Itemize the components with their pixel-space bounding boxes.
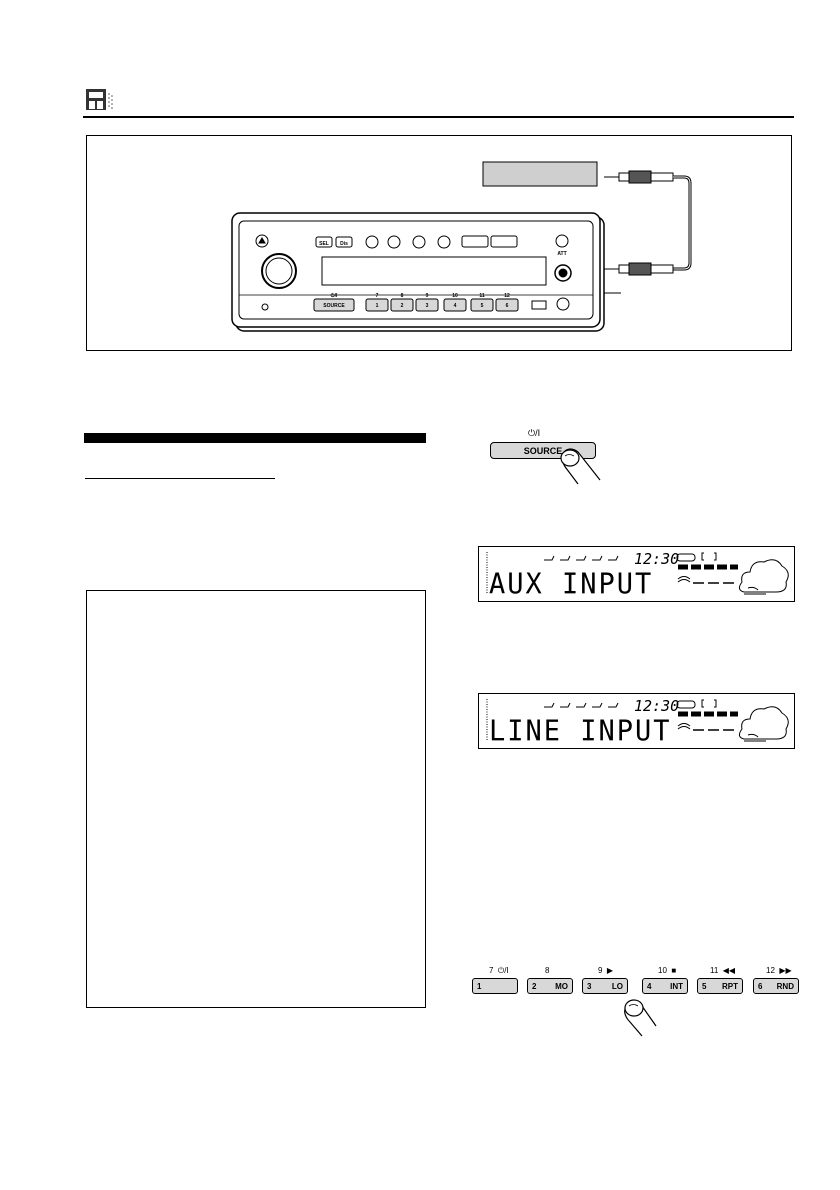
preset-top-label-11: 11 ◀◀: [710, 966, 736, 975]
preset-top-label-10: 10 ■: [658, 966, 677, 975]
display-aux-time: 12:30: [634, 550, 680, 568]
unit-preset-top-10: 10: [452, 293, 458, 299]
finger-pointer-icon: [624, 999, 657, 1037]
att-label: ATT: [557, 251, 566, 257]
cable: [673, 175, 692, 271]
unit-preset-6: 6: [506, 303, 509, 309]
section-icon: [86, 89, 113, 110]
display-line-graphics: [486, 699, 789, 742]
display-aux-graphics: [486, 552, 789, 595]
unit-preset-top-12: 12: [504, 293, 510, 299]
preset-top-label-7: 7 ⏻/I: [489, 966, 509, 975]
connection-diagram: SEL Dis SOURCE ⏻/I ATT 1 2 3 4 5 6 7 8 9…: [231, 161, 692, 332]
unit-source-label: SOURCE: [323, 303, 345, 309]
unit-preset-3: 3: [426, 303, 429, 309]
cable-plug-bottom: [604, 262, 674, 276]
head-unit: [231, 212, 605, 332]
header-rule: [83, 116, 794, 118]
finger-pointer-icon: [560, 448, 601, 485]
preset-top-label-12: 12 ▶▶: [766, 966, 792, 975]
dis-button-label: Dis: [340, 241, 348, 247]
external-component: [482, 161, 598, 187]
unit-preset-top-11: 11: [479, 293, 485, 299]
display-aux-text: AUX INPUT: [489, 568, 654, 601]
subsection-underline: [85, 478, 275, 479]
unit-preset-5: 5: [481, 303, 484, 309]
unit-preset-1: 1: [376, 303, 379, 309]
display-aux-input: [478, 546, 795, 602]
connection-diagram-frame: [86, 135, 792, 351]
section-title-bar: [84, 433, 426, 443]
cable-plug-top: [604, 170, 674, 184]
preset-top-label-8: 8: [545, 966, 550, 975]
preset-button-1[interactable]: 1: [472, 978, 518, 994]
source-button-label: SOURCE: [523, 445, 563, 456]
source-power-label: ⏻/I: [528, 428, 541, 438]
display-line-text: LINE INPUT: [489, 715, 672, 748]
sel-button-label: SEL: [319, 241, 329, 247]
unit-preset-4: 4: [454, 303, 457, 309]
preset-top-label-9: 9 ▶: [598, 966, 614, 975]
display-line-input: [478, 693, 795, 749]
unit-preset-2: 2: [401, 303, 404, 309]
display-line-time: 12:30: [634, 697, 680, 715]
unit-preset-top-7: 7: [376, 293, 379, 299]
unit-preset-top-9: 9: [426, 293, 429, 299]
unit-power-label: ⏻/I: [331, 293, 338, 299]
note-box: [86, 590, 426, 1008]
unit-preset-top-8: 8: [401, 293, 404, 299]
